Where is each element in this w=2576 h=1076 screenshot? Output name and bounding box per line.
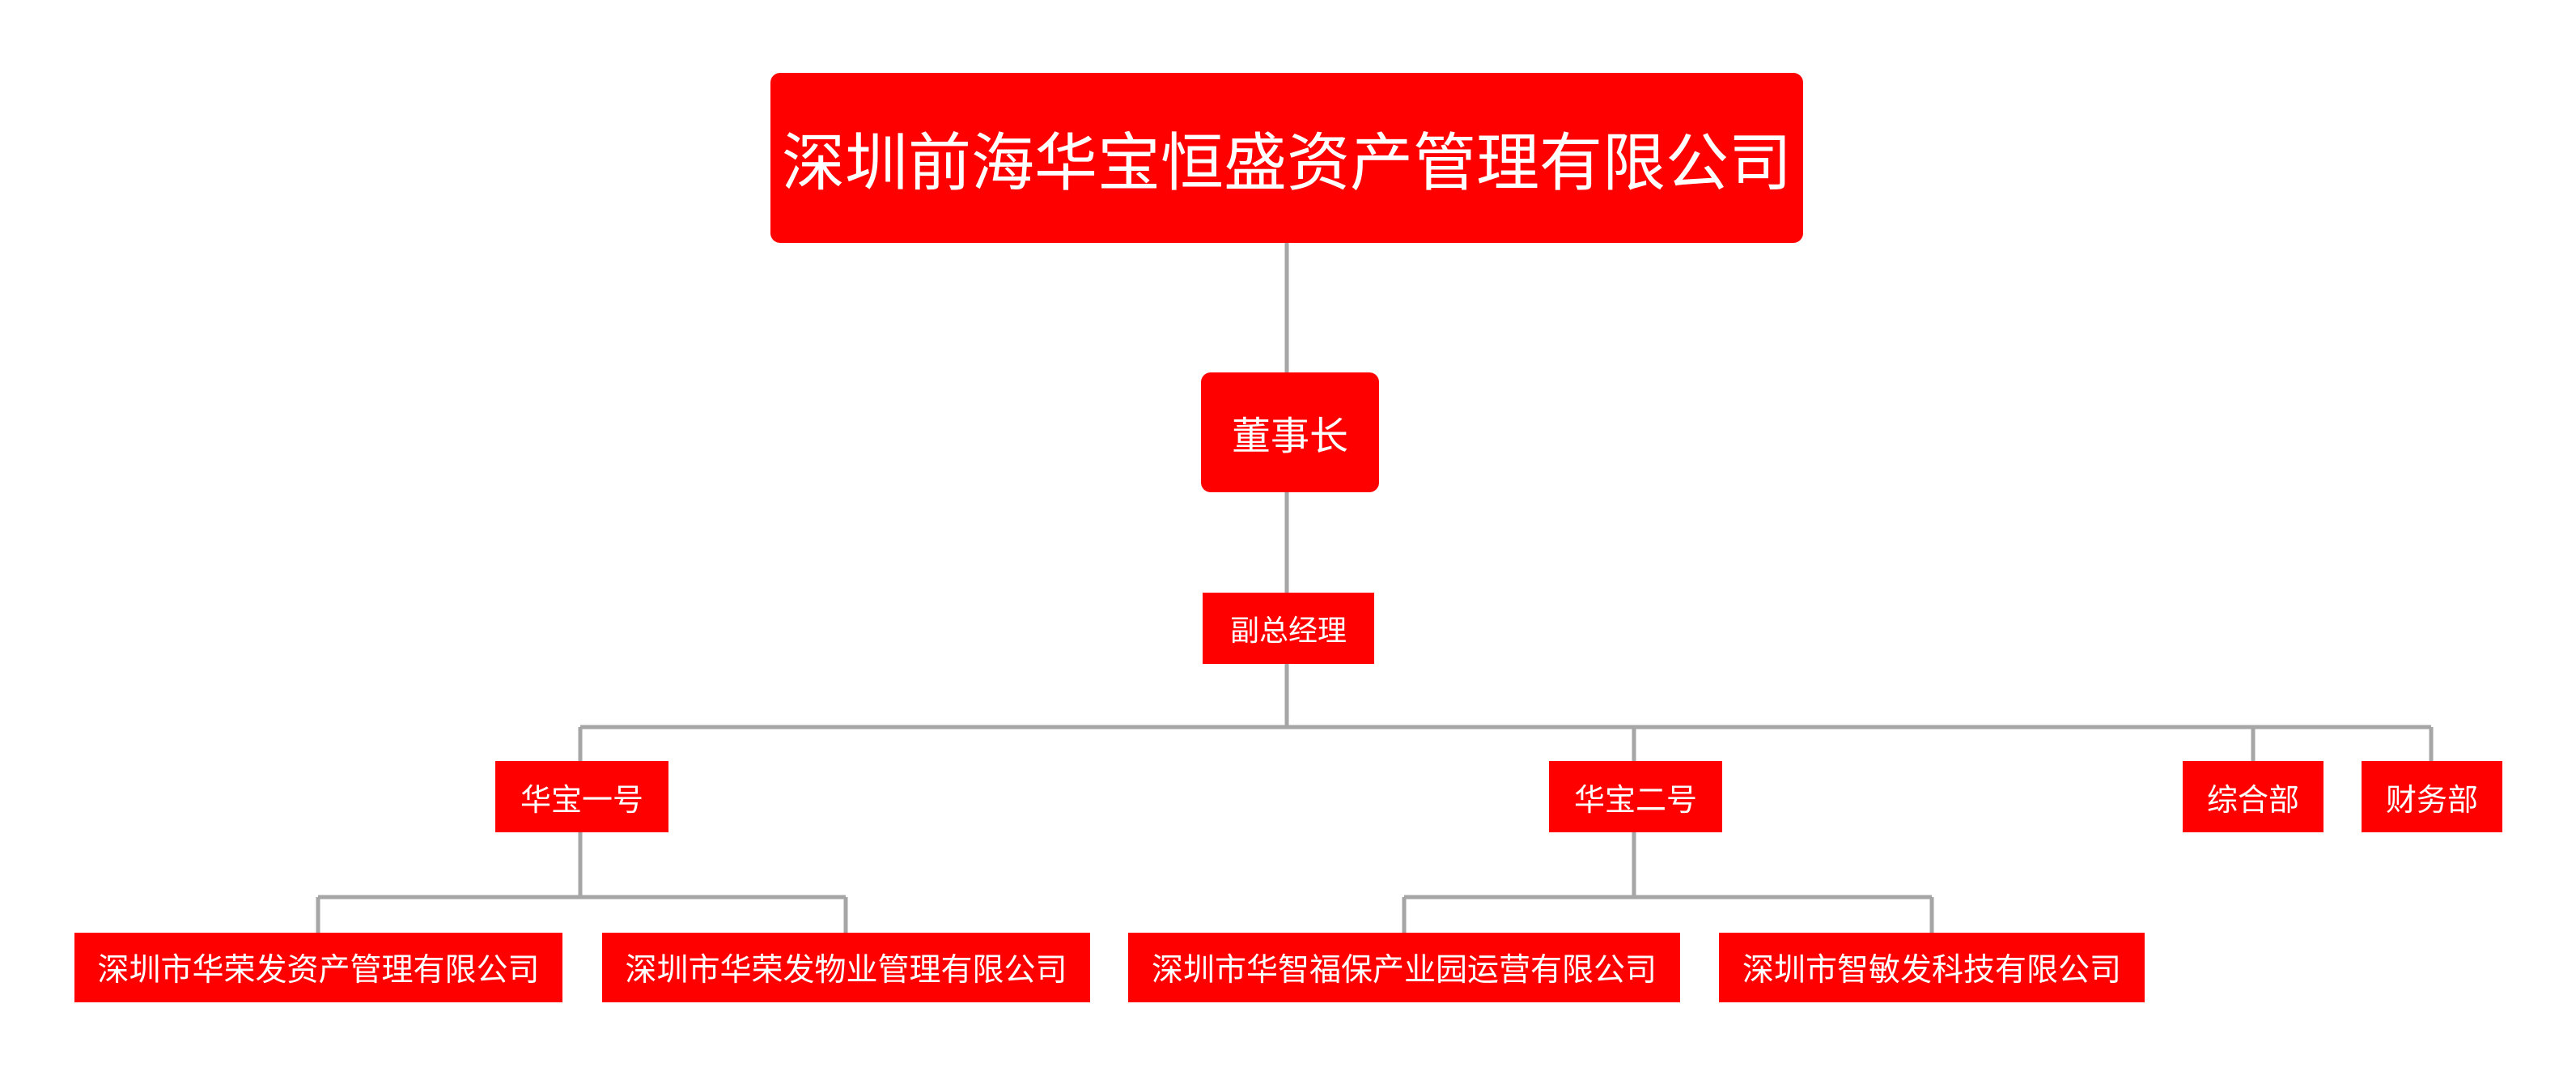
org-node-huabao-1: 华宝一号 (495, 761, 668, 832)
company-name-label: 深圳前海华宝恒盛资产管理有限公司 (781, 127, 1792, 200)
chairman-label: 董事长 (1231, 414, 1348, 459)
huabao-2-label: 华宝二号 (1573, 781, 1697, 818)
finance-dept-label: 财务部 (2385, 781, 2478, 818)
org-node-subsidiary-asset-mgmt: 深圳市华荣发资产管理有限公司 (74, 933, 562, 1002)
subsidiary-label: 深圳市智敏发科技有限公司 (1742, 952, 2121, 989)
org-node-general-affairs-dept: 综合部 (2183, 761, 2323, 832)
org-node-company: 深圳前海华宝恒盛资产管理有限公司 (770, 73, 1803, 243)
org-node-chairman: 董事长 (1201, 372, 1379, 492)
org-node-subsidiary-industrial-park: 深圳市华智福保产业园运营有限公司 (1128, 933, 1680, 1002)
org-node-subsidiary-technology: 深圳市智敏发科技有限公司 (1719, 933, 2145, 1002)
org-node-huabao-2: 华宝二号 (1549, 761, 1722, 832)
org-node-subsidiary-property-mgmt: 深圳市华荣发物业管理有限公司 (602, 933, 1090, 1002)
huabao-1-label: 华宝一号 (520, 781, 643, 818)
org-node-vice-general-manager: 副总经理 (1203, 593, 1374, 664)
subsidiary-label: 深圳市华荣发物业管理有限公司 (625, 952, 1067, 989)
general-affairs-dept-label: 综合部 (2206, 781, 2299, 818)
subsidiary-label: 深圳市华荣发资产管理有限公司 (97, 952, 540, 989)
org-node-finance-dept: 财务部 (2362, 761, 2502, 832)
vice-gm-label: 副总经理 (1229, 615, 1347, 648)
subsidiary-label: 深圳市华智福保产业园运营有限公司 (1151, 952, 1657, 989)
